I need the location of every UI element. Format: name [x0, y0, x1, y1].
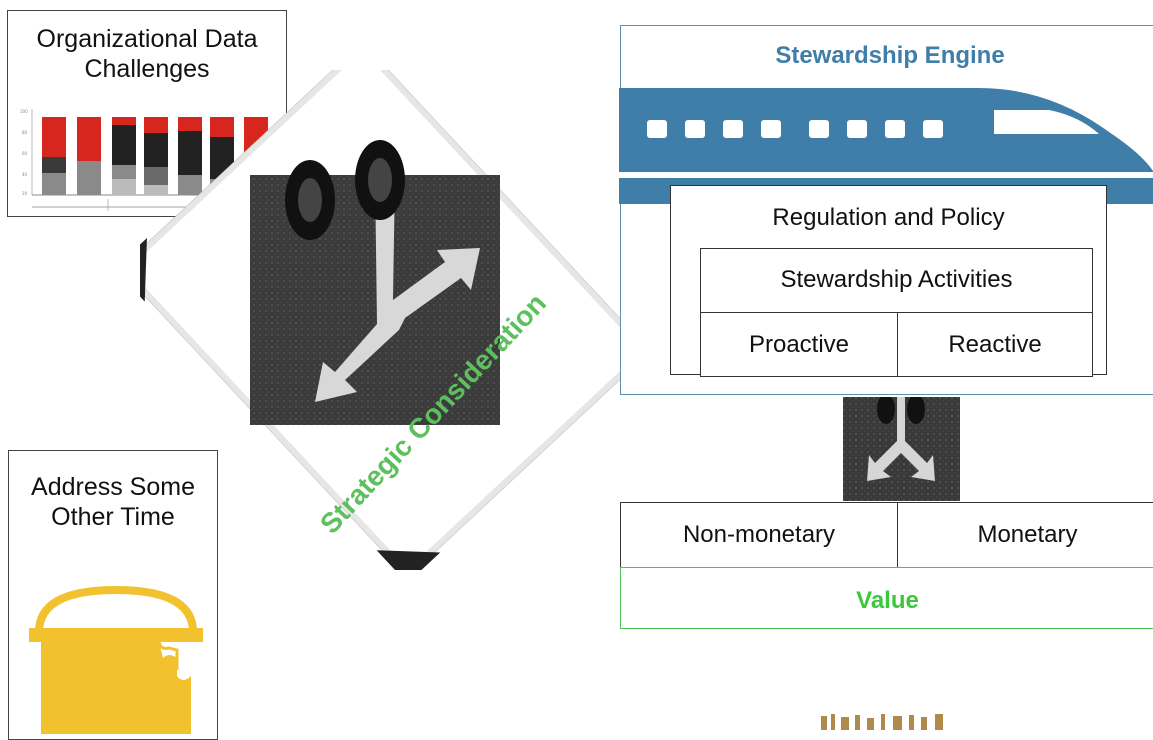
corner-mount-icon: [376, 550, 441, 570]
address-later-title: Address Some Other Time: [31, 473, 195, 531]
non-monetary-cell: Non-monetary: [620, 502, 898, 568]
svg-text:60: 60: [22, 151, 28, 156]
stewardship-activities-box: Stewardship Activities: [700, 248, 1093, 313]
crossroads-photo-small: [843, 397, 960, 501]
address-later-card: Address Some Other Time: [8, 450, 218, 740]
non-monetary-label: Non-monetary: [682, 521, 836, 548]
svg-text:40: 40: [22, 172, 28, 177]
engine-title: Stewardship Engine: [775, 42, 1005, 69]
value-label: Value: [856, 587, 919, 614]
svg-text:80: 80: [22, 130, 28, 135]
reactive-label: Reactive: [948, 331, 1042, 358]
value-row: Value: [620, 567, 1153, 629]
regulation-policy-label: Regulation and Policy: [772, 204, 1005, 231]
org-data-challenges-title: Organizational Data Challenges: [36, 25, 258, 83]
decorative-image-fragment: [815, 712, 955, 730]
org-data-challenges-card: Organizational Data Challenges 100 80 60 40…: [7, 10, 287, 217]
reactive-cell: Reactive: [897, 312, 1093, 377]
stewardship-activities-label: Stewardship Activities: [780, 266, 1013, 293]
monetary-cell: Monetary: [897, 502, 1153, 568]
svg-text:100: 100: [20, 109, 28, 114]
strategic-photo-frame: Strategic Consideration: [140, 70, 640, 570]
proactive-label: Proactive: [748, 331, 850, 358]
paint-bucket-icon: [29, 585, 203, 734]
svg-text:20: 20: [22, 191, 28, 196]
monetary-label: Monetary: [977, 521, 1078, 548]
proactive-cell: Proactive: [700, 312, 898, 377]
